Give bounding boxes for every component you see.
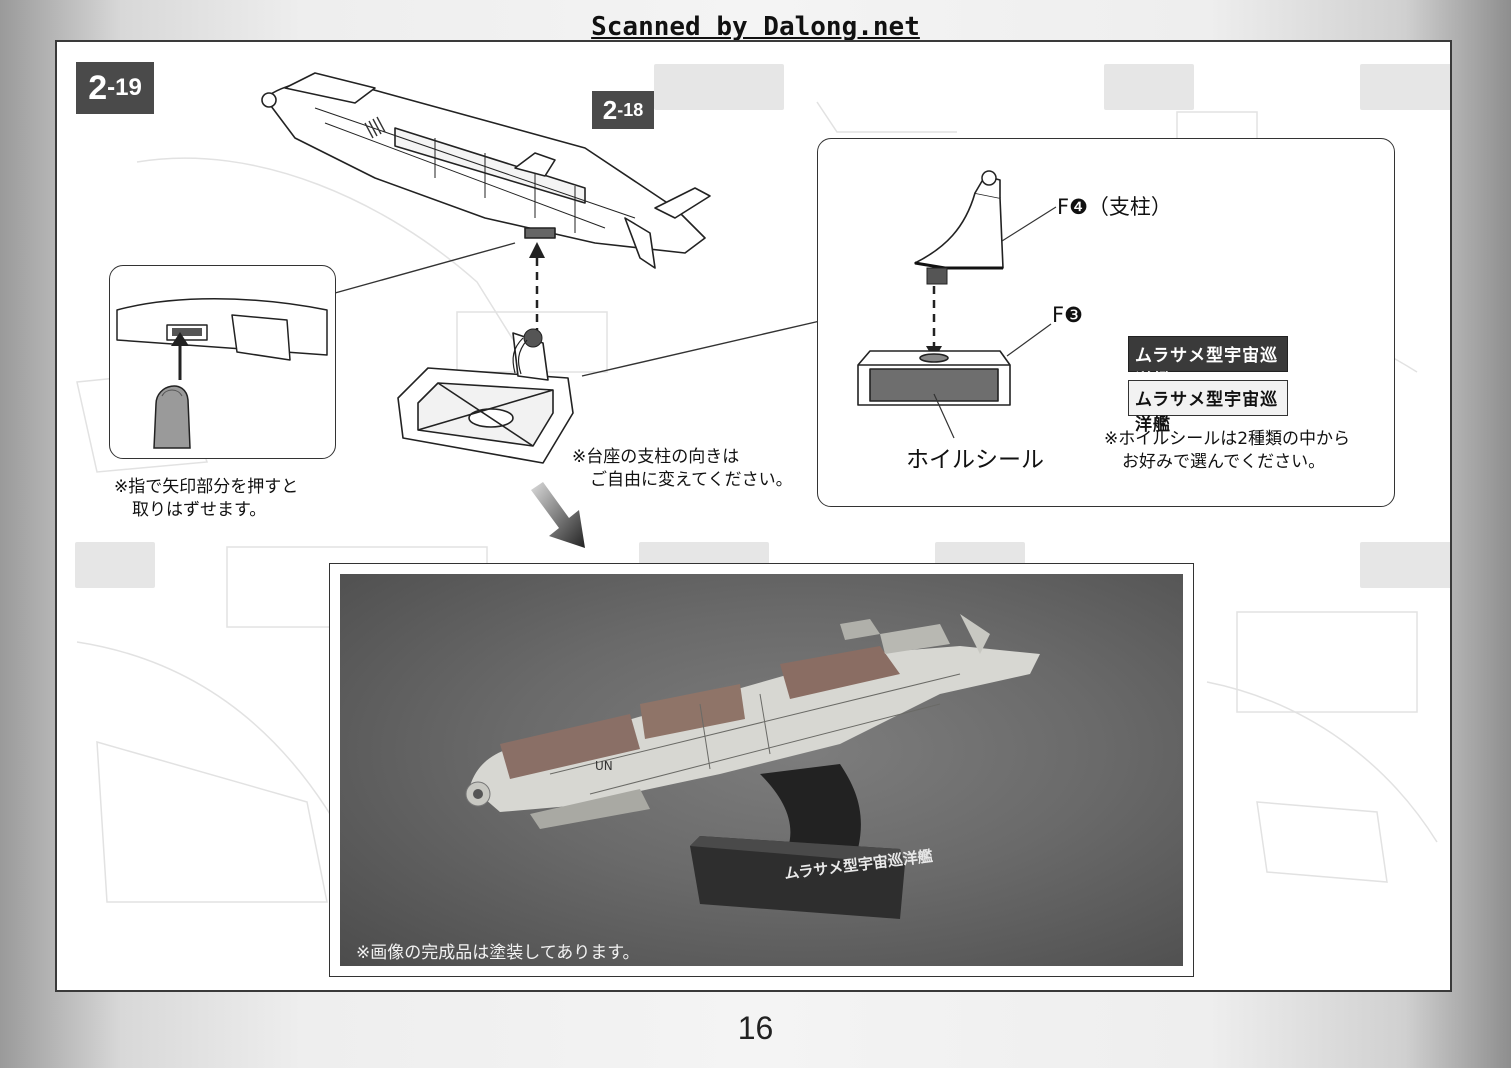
stand-parts-inset [817, 138, 1395, 507]
page-number: 16 [737, 1010, 774, 1046]
part-f3-drawing [857, 350, 1011, 406]
foil-note-line1: ※ホイルシールは2種類の中から [1104, 429, 1351, 449]
detach-note: ※指で矢印部分を押すと 取りはずせます。 [114, 476, 354, 522]
leader-line-right [581, 320, 821, 377]
arrow-up-icon [529, 242, 545, 336]
stand-note-line1: ※台座の支柱の向きは [572, 447, 740, 467]
ghost-tab [75, 542, 155, 588]
leader-line-left [334, 242, 516, 294]
ghost-tab [1360, 64, 1450, 110]
detach-detail-inset [109, 265, 336, 459]
stand-orientation-note: ※台座の支柱の向きは ご自由に変えてください。 [572, 446, 812, 492]
part-f4-drawing [914, 170, 1004, 285]
detach-note-line2: 取りはずせます。 [132, 500, 267, 520]
ghost-tab [654, 64, 784, 110]
scan-watermark: Scanned by Dalong.net [591, 12, 920, 42]
ghost-tab [1104, 64, 1194, 110]
foil-choice-note: ※ホイルシールは2種類の中から お好みで選んでください。 [1104, 428, 1384, 474]
ghost-tab [1360, 542, 1450, 588]
step-number-major: 2 [88, 69, 108, 107]
detach-detail-drawing [116, 298, 328, 361]
ref-step-major: 2 [602, 95, 618, 125]
arrow-up-icon [171, 332, 189, 380]
foil-note-line2: お好みで選んでください。 [1122, 452, 1326, 472]
big-arrow-down-right-icon [531, 482, 585, 548]
foil-sticker-label: ホイルシール [906, 447, 1044, 473]
step-badge-reference: 2-18 [592, 91, 654, 129]
hull-marking: UN [595, 759, 613, 773]
step-number-minor: -19 [107, 74, 142, 101]
cruiser-lineart [261, 72, 711, 269]
stand-lineart [397, 328, 574, 464]
part-f4-leader [1001, 206, 1057, 242]
part-f3-label: F❸ [1052, 303, 1083, 327]
finger-push-icon [153, 385, 191, 449]
foil-leader [933, 393, 955, 439]
photo-caption: ※画像の完成品は塗装してあります。 [356, 943, 640, 963]
finished-model-photo: UN ムラサメ型宇宙巡洋艦 ※画像の完成品は塗装してあります。 [340, 574, 1183, 966]
part-f4-label: F❹（支柱） [1057, 195, 1172, 219]
part-f3-leader [1006, 323, 1052, 357]
step-badge-main: 2-19 [76, 62, 154, 114]
finished-model-render: UN ムラサメ型宇宙巡洋艦 [465, 614, 1040, 919]
ref-step-minor: -18 [617, 100, 644, 120]
foil-sticker-dark: ムラサメ型宇宙巡洋艦 [1128, 336, 1288, 391]
detach-note-line1: ※指で矢印部分を押すと [114, 477, 299, 497]
stand-note-line2: ご自由に変えてください。 [590, 470, 793, 490]
foil-sticker-light: ムラサメ型宇宙巡洋艦 [1128, 380, 1288, 435]
